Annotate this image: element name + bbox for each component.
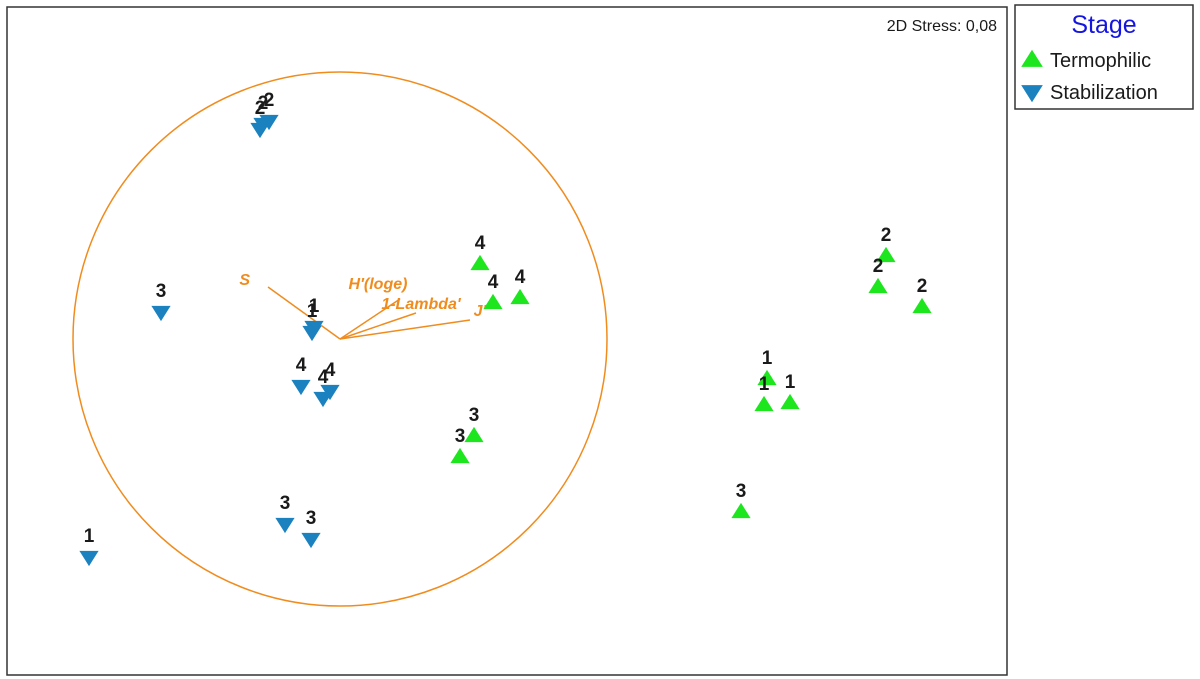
termophilic-point xyxy=(912,297,932,314)
point-label: 2 xyxy=(258,93,269,114)
termophilic-point xyxy=(483,293,503,310)
point-label: 2 xyxy=(917,276,928,297)
vector-line xyxy=(339,312,417,340)
vector-label: H'(loge) xyxy=(349,276,408,293)
point-label: 3 xyxy=(280,493,291,514)
point-label: 4 xyxy=(515,267,526,288)
legend-marker-stabilization xyxy=(1021,85,1043,103)
vector-circle xyxy=(72,71,608,607)
legend-box xyxy=(1014,4,1194,110)
stabilization-point xyxy=(291,379,311,396)
legend-entry-label: Stabilization xyxy=(1050,82,1158,104)
point-label: 1 xyxy=(762,348,773,369)
point-label: 4 xyxy=(325,360,336,381)
point-label: 3 xyxy=(469,405,480,426)
stabilization-point xyxy=(259,114,279,131)
point-label: 3 xyxy=(736,481,747,502)
stabilization-point xyxy=(313,391,333,408)
stabilization-point xyxy=(79,550,99,567)
point-label: 1 xyxy=(785,372,796,393)
termophilic-point xyxy=(450,447,470,464)
stress-label: 2D Stress: 0,08 xyxy=(887,18,997,35)
point-label: 4 xyxy=(318,367,329,388)
vector-line xyxy=(339,298,401,340)
plot-frame xyxy=(6,6,1008,676)
point-label: 3 xyxy=(306,508,317,529)
termophilic-point xyxy=(731,502,751,519)
stabilization-point xyxy=(304,320,324,337)
vector-label: S xyxy=(239,272,250,289)
point-label: 3 xyxy=(455,426,466,447)
termophilic-point xyxy=(757,369,777,386)
point-label: 1 xyxy=(309,296,320,317)
legend-marker-termophilic xyxy=(1021,49,1043,67)
point-label: 4 xyxy=(488,272,499,293)
stabilization-point xyxy=(250,122,270,139)
point-label: 3 xyxy=(156,281,167,302)
termophilic-point xyxy=(876,246,896,263)
termophilic-point xyxy=(510,288,530,305)
termophilic-point xyxy=(470,254,490,271)
termophilic-point xyxy=(868,277,888,294)
point-label: 4 xyxy=(475,233,486,254)
vector-label: J' xyxy=(474,303,488,320)
stabilization-point xyxy=(301,532,321,549)
point-label: 1 xyxy=(84,526,95,547)
point-label: 2 xyxy=(264,90,275,111)
stabilization-point xyxy=(151,305,171,322)
legend-title: Stage xyxy=(1071,11,1136,39)
vector-line xyxy=(267,286,341,340)
vector-overlay: S H'(loge) 1-Lambda' J' xyxy=(72,71,608,607)
point-label: 1 xyxy=(307,301,318,322)
point-label: 1 xyxy=(759,374,770,395)
termophilic-point xyxy=(780,393,800,410)
stabilization-point xyxy=(275,517,295,534)
point-label: 4 xyxy=(296,355,307,376)
vector-line xyxy=(339,319,471,340)
point-label: 2 xyxy=(881,225,892,246)
point-label: 2 xyxy=(873,256,884,277)
termophilic-point xyxy=(754,395,774,412)
termophilic-point xyxy=(464,426,484,443)
vector-label: 1-Lambda' xyxy=(381,296,462,313)
legend-entry-label: Termophilic xyxy=(1050,50,1151,72)
point-label: 2 xyxy=(255,98,266,119)
